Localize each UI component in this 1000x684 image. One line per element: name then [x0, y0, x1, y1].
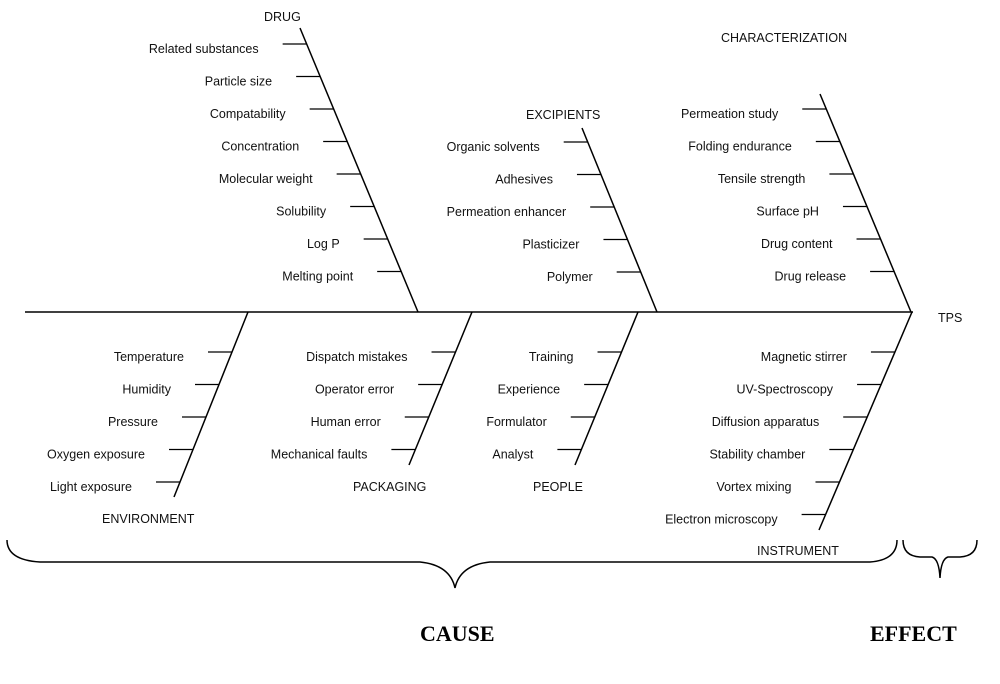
effect-label: TPS	[938, 311, 962, 325]
factor-label: Permeation study	[681, 107, 779, 121]
factor-label: Training	[529, 350, 574, 364]
cause-brace	[6, 539, 898, 589]
factor-label: Stability chamber	[709, 448, 805, 462]
factor-label: Concentration	[221, 140, 299, 154]
factor-label: Folding endurance	[688, 140, 792, 154]
category-label-environment: ENVIRONMENT	[102, 512, 195, 526]
factor-label: Operator error	[315, 383, 394, 397]
factor-label: Dispatch mistakes	[306, 350, 407, 364]
factor-label: Polymer	[547, 270, 593, 284]
category-label-drug: DRUG	[264, 10, 301, 24]
factor-label: Temperature	[114, 350, 184, 364]
category-label-excipients: EXCIPIENTS	[526, 108, 600, 122]
bone-excipients	[581, 127, 658, 313]
factor-label: Human error	[311, 415, 381, 429]
cause-label: CAUSE	[420, 621, 495, 646]
bone-packaging	[408, 311, 473, 466]
factor-label: Solubility	[276, 205, 327, 219]
category-label-people: PEOPLE	[533, 480, 583, 494]
factor-label: Analyst	[492, 448, 534, 462]
factor-label: Experience	[498, 383, 561, 397]
factor-label: Compatability	[210, 107, 286, 121]
factor-label: Permeation enhancer	[447, 205, 567, 219]
category-label-instrument: INSTRUMENT	[757, 544, 839, 558]
category-label-packaging: PACKAGING	[353, 480, 426, 494]
factor-label: Light exposure	[50, 480, 132, 494]
factor-label: Vortex mixing	[716, 480, 791, 494]
factor-label: Magnetic stirrer	[761, 350, 847, 364]
factor-label: Diffusion apparatus	[712, 415, 819, 429]
bone-people	[574, 311, 639, 466]
effect-heading: EFFECT	[870, 621, 957, 646]
category-label-characterization: CHARACTERIZATION	[721, 31, 847, 45]
factor-label: Plasticizer	[522, 238, 579, 252]
effect-brace	[902, 539, 978, 579]
bone-characterization	[819, 93, 912, 313]
factor-label: UV-Spectroscopy	[736, 383, 833, 397]
factor-label: Drug content	[761, 237, 833, 251]
bone-drug	[299, 27, 419, 313]
factor-label: Oxygen exposure	[47, 448, 145, 462]
factor-label: Organic solvents	[447, 140, 540, 154]
factor-label: Mechanical faults	[271, 448, 368, 462]
factor-label: Surface pH	[756, 205, 819, 219]
factor-label: Log P	[307, 237, 340, 251]
factor-label: Formulator	[486, 415, 546, 429]
factor-label: Particle size	[205, 75, 272, 89]
factor-label: Tensile strength	[718, 172, 806, 186]
factor-label: Melting point	[282, 270, 353, 284]
bone-environment	[173, 311, 249, 498]
factor-label: Electron microscopy	[665, 513, 778, 527]
bone-instrument	[818, 311, 913, 531]
factor-label: Humidity	[122, 383, 171, 397]
factor-label: Pressure	[108, 415, 158, 429]
factor-label: Adhesives	[495, 173, 553, 187]
factor-label: Related substances	[149, 42, 259, 56]
factor-label: Drug release	[775, 270, 847, 284]
factor-label: Molecular weight	[219, 172, 313, 186]
